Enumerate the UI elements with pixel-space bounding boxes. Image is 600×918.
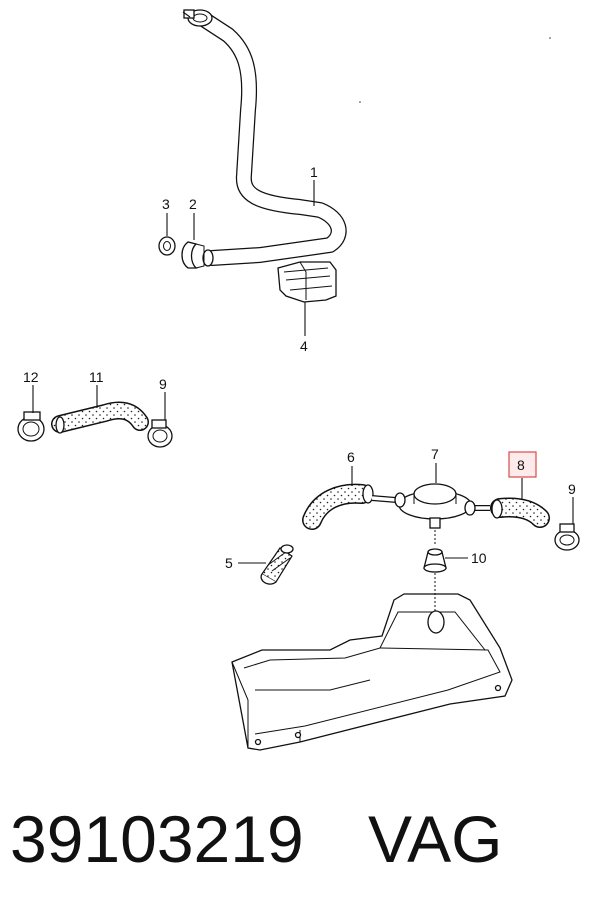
sleeve-5 [260,544,294,585]
grommet-10 [423,548,447,573]
bracket-4 [277,261,337,303]
callout-4: 4 [300,338,308,354]
part-number: 39103219 [10,802,304,876]
brand-name: VAG [368,802,503,876]
parts-diagram: 1 2 3 4 12 11 9 [17,9,580,751]
callout-9-left: 9 [159,376,167,392]
hose-1 [197,12,347,266]
callout-6: 6 [347,449,355,465]
callout-5: 5 [225,555,233,571]
hose-11 [51,401,149,434]
top-hose-clamp [182,9,213,27]
callout-1: 1 [310,164,318,180]
clamp-12 [17,411,45,442]
clamp-9-right [554,523,580,551]
callout-2: 2 [189,196,197,212]
pressure-valve-7 [371,483,490,529]
callout-10: 10 [471,550,487,566]
callout-8: 8 [517,457,525,473]
callout-11: 11 [89,369,104,385]
highlight-box-8 [508,451,537,478]
clamp-9-left [147,419,173,448]
hose-6 [302,483,374,530]
callout-7: 7 [431,446,439,462]
valve-cover [231,593,513,751]
clip-2 [181,241,205,269]
hose-8 [490,497,550,528]
hose-end-fitting [202,249,214,267]
callout-3: 3 [162,196,170,212]
callout-12: 12 [23,369,39,385]
callout-9-right: 9 [568,481,576,497]
washer-3 [158,236,176,256]
